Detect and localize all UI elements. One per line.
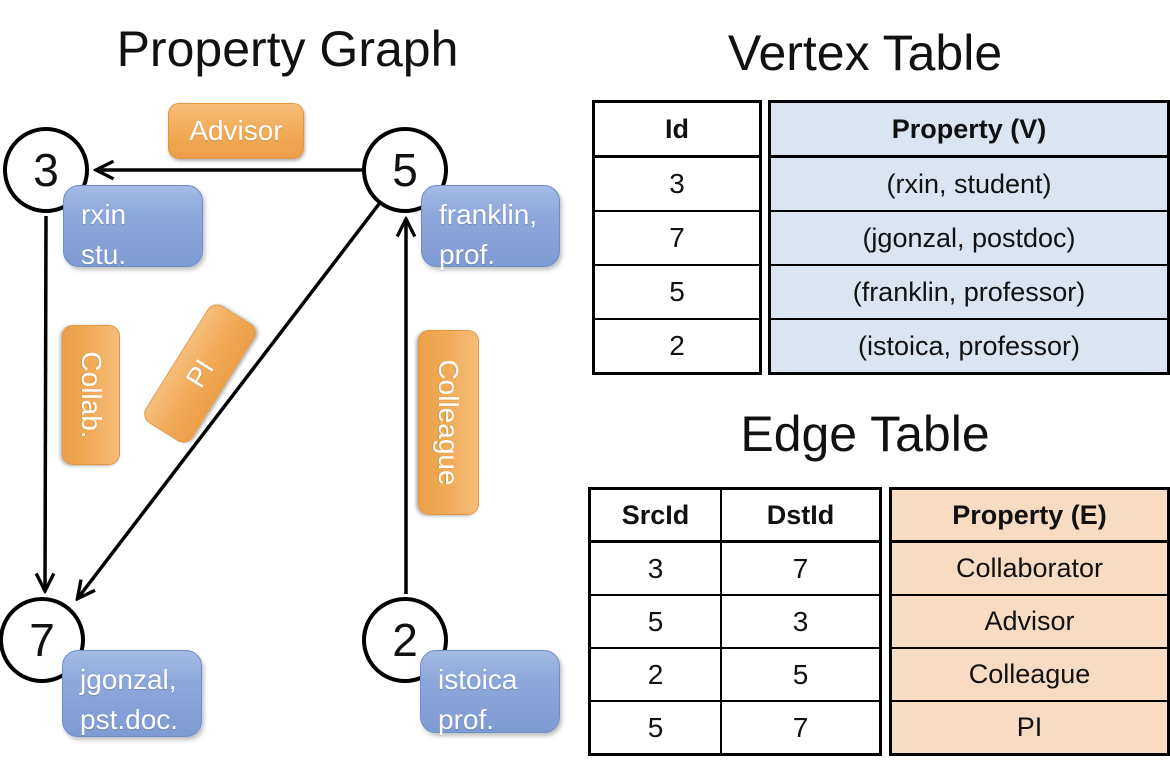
table-row: (rxin, student) [771,158,1167,212]
node-5-id: 5 [392,144,418,196]
edge-label-collab: Collab. [62,325,120,465]
node-7-property-line1: jgonzal, [80,664,177,695]
table-row: 7 [595,212,759,266]
vertex-property-header: Property (V) [891,113,1047,144]
node-5-property-line2: prof. [439,238,496,270]
node-3-property-box: rxin stu. [63,185,203,270]
node-2-property-line1: istoica [438,664,518,695]
node-2-id: 2 [392,614,418,666]
vertex-property-2: (franklin, professor) [852,276,1086,307]
table-row: 2 5 [591,649,879,702]
property-graph-title: Property Graph [116,21,459,77]
node-3-property-line2: stu. [81,238,127,270]
edge-dst-3: 7 [792,711,809,743]
edge-src-header: SrcId [591,490,722,540]
vertex-id-2: 5 [669,276,685,307]
table-row: PI [892,702,1167,753]
edge-table-id-columns: SrcId DstId 3 7 5 3 2 5 5 7 [588,487,882,756]
vertex-id-0: 3 [669,168,685,199]
vertex-id-header: Id [665,113,689,144]
table-row: (istoica, professor) [771,320,1167,372]
table-row: Collaborator [892,543,1167,596]
table-row: (jgonzal, postdoc) [771,212,1167,266]
edge-property-header: Property (E) [952,499,1107,530]
table-row: Advisor [892,596,1167,649]
node-2-property-line2: prof. [438,703,495,735]
node-5-property-line1: franklin, [439,199,538,230]
edge-5-to-7 [78,202,381,598]
table-row: 5 7 [591,702,879,753]
table-row: (franklin, professor) [771,266,1167,320]
vertex-table-title: Vertex Table [727,25,1003,81]
table-row: 3 [595,158,759,212]
vertex-id-1: 7 [669,222,685,253]
node-7-property-line2: pst.doc. [80,703,179,735]
table-row: Colleague [892,649,1167,702]
vertex-id-3: 2 [669,330,685,361]
edge-dst-0: 7 [792,552,809,584]
node-2-circle: 2 [362,597,448,683]
edge-property-1: Advisor [984,606,1075,636]
table-row: 2 [595,320,759,372]
vertex-property-3: (istoica, professor) [857,330,1081,361]
edge-dst-2: 5 [792,658,809,690]
edge-dst-header: DstId [766,499,835,530]
edge-dst-1: 3 [792,605,809,637]
node-7-id: 7 [29,614,55,666]
edge-src-0: 3 [591,543,722,594]
edge-property-2: Colleague [968,659,1091,689]
edge-table-title: Edge Table [740,406,990,462]
edge-3-to-7 [45,215,46,590]
vertex-property-0: (rxin, student) [886,168,1052,199]
vertex-property-1: (jgonzal, postdoc) [862,222,1076,253]
edge-label-colleague: Colleague [418,330,479,515]
edge-property-0: Collaborator [955,553,1104,583]
table-row: 5 [595,266,759,320]
node-3-id: 3 [33,144,59,196]
edge-property-3: PI [1016,712,1043,742]
vertex-table-id-column: Id 3 7 5 2 [592,100,762,375]
vertex-table-property-column: Property (V) (rxin, student) (jgonzal, p… [768,100,1170,375]
node-5-property-box: franklin, prof. [421,185,560,270]
node-7-property-box: jgonzal, pst.doc. [62,650,202,737]
node-3-property-line1: rxin [81,199,127,230]
edge-src-1: 5 [591,596,722,647]
edge-src-2: 2 [591,649,722,700]
edge-src-3: 5 [591,702,722,753]
table-row: 3 7 [591,543,879,596]
edge-table-property-column: Property (E) Collaborator Advisor Collea… [889,487,1170,756]
node-2-property-box: istoica prof. [420,650,560,735]
graph-edges [0,0,585,760]
node-5-circle: 5 [362,127,448,213]
edge-label-advisor: Advisor [168,103,304,159]
table-row: 5 3 [591,596,879,649]
